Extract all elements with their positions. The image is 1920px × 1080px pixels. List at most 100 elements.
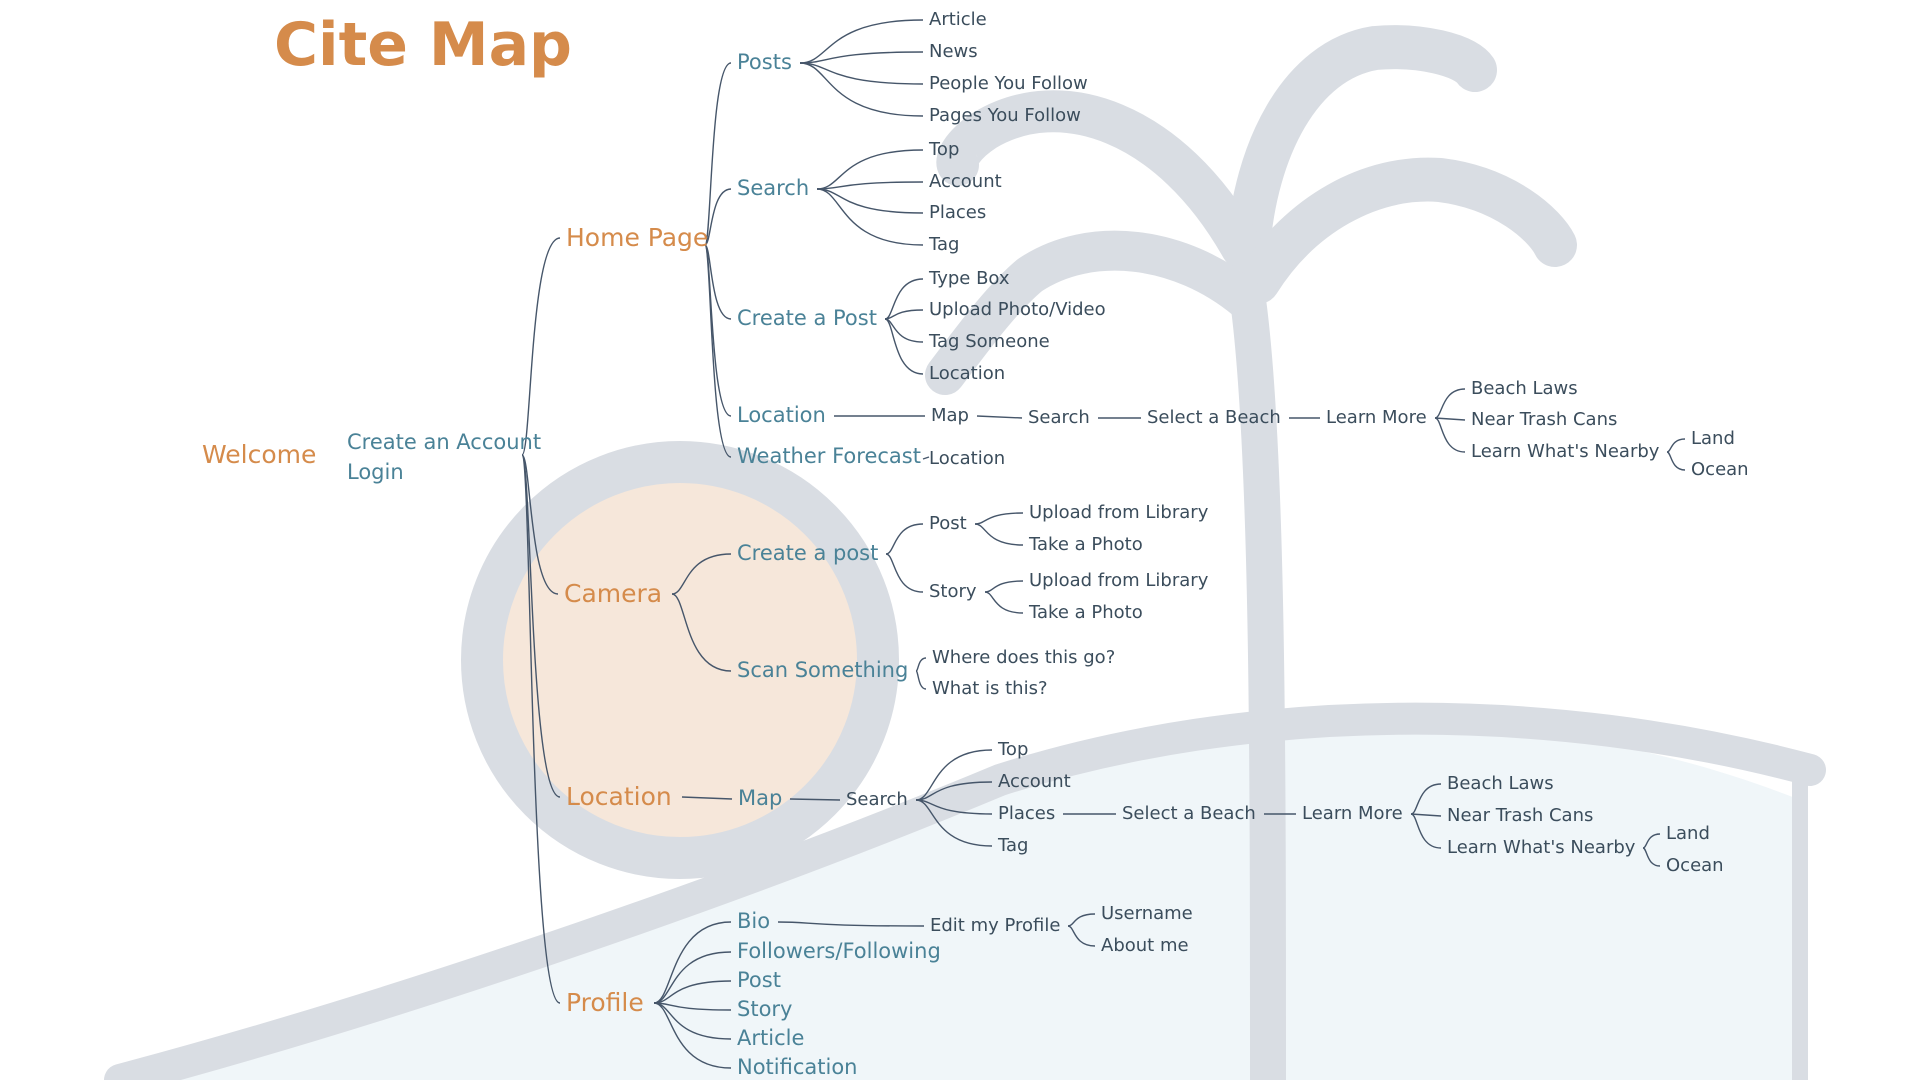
- edge-posts-to-article: [799, 19, 924, 64]
- sun-ring: [461, 441, 899, 879]
- node-ocean1: Ocean: [1691, 458, 1749, 480]
- edge-search3-to-top2: [915, 749, 993, 801]
- node-beach-laws1: Beach Laws: [1471, 377, 1578, 399]
- page-title: Cite Map: [274, 10, 573, 80]
- edge-learn-more1-to-beach-laws1: [1434, 388, 1466, 419]
- node-login: Login: [347, 460, 404, 485]
- edge-post2-to-take-photo1: [974, 523, 1024, 546]
- node-location-main: Location: [566, 782, 672, 811]
- edge-bio-to-edit-profile: [777, 921, 925, 927]
- edge-home-to-posts: [704, 62, 732, 246]
- node-near-trash2: Near Trash Cans: [1447, 804, 1594, 826]
- node-people-follow: People You Follow: [929, 72, 1088, 94]
- node-learn-more2: Learn More: [1302, 802, 1403, 824]
- node-beach-laws2: Beach Laws: [1447, 772, 1554, 794]
- edge-camera-to-create-post2: [671, 553, 732, 595]
- node-type-box: Type Box: [929, 267, 1010, 289]
- palm-frond-left-upper: [936, 90, 1263, 269]
- edge-learn-more2-to-whats-nearby2: [1410, 813, 1442, 849]
- node-pages-follow: Pages You Follow: [929, 104, 1081, 126]
- edge-learn-more1-to-whats-nearby1: [1434, 417, 1466, 453]
- edge-story2-to-take-photo2: [984, 591, 1024, 614]
- node-profile: Profile: [566, 988, 644, 1017]
- node-top1: Top: [929, 138, 960, 160]
- edge-profile-to-post-p: [653, 980, 732, 1004]
- edge-camera-to-scan: [671, 593, 732, 672]
- edge-posts-to-pages-follow: [799, 62, 924, 117]
- node-username: Username: [1101, 902, 1193, 924]
- node-account1: Account: [929, 170, 1002, 192]
- node-upload-lib1: Upload from Library: [1029, 501, 1209, 523]
- edge-welcome-to-camera: [521, 454, 559, 595]
- edge-home-to-weather: [704, 244, 732, 458]
- node-whats-nearby2: Learn What's Nearby: [1447, 836, 1636, 858]
- edge-search1-to-tag1: [816, 188, 924, 246]
- node-location1: Location: [737, 403, 826, 428]
- node-land1: Land: [1691, 427, 1735, 449]
- node-map1: Map: [931, 404, 969, 426]
- edge-location-main-to-map2: [681, 796, 733, 800]
- node-map2: Map: [738, 786, 783, 811]
- edge-profile-to-notification: [653, 1002, 732, 1069]
- edge-search3-to-tag2: [915, 799, 993, 847]
- node-places2: Places: [998, 802, 1056, 824]
- palm-frond-right: [1236, 157, 1577, 304]
- node-create-account: Create an Account: [347, 430, 542, 455]
- edge-whats-nearby1-to-ocean1: [1666, 451, 1686, 471]
- node-what-is: What is this?: [932, 677, 1048, 699]
- node-posts: Posts: [737, 50, 792, 75]
- node-welcome: Welcome: [202, 440, 317, 469]
- edge-search3-to-places2: [915, 799, 993, 815]
- node-article: Article: [929, 8, 987, 30]
- edge-search1-to-account1: [816, 181, 924, 190]
- node-tag-someone: Tag Someone: [929, 330, 1050, 352]
- edge-profile-to-followers: [653, 951, 732, 1004]
- edge-posts-to-people-follow: [799, 62, 924, 85]
- edge-weather-to-weather-location: [922, 456, 930, 460]
- edge-map1-to-search2: [976, 415, 1023, 419]
- edge-whats-nearby2-to-land2: [1642, 833, 1661, 849]
- node-search1: Search: [737, 176, 810, 201]
- node-whats-nearby1: Learn What's Nearby: [1471, 440, 1660, 462]
- edge-create-post2-to-story2: [885, 553, 924, 593]
- edge-home-to-search1: [704, 188, 732, 246]
- node-location-cp: Location: [929, 362, 1006, 384]
- node-about-me: About me: [1101, 934, 1189, 956]
- node-story2: Story: [929, 580, 977, 602]
- palm-frond-top: [1226, 25, 1497, 272]
- edge-whats-nearby2-to-ocean2: [1642, 847, 1661, 867]
- node-create-post1: Create a Post: [737, 306, 877, 331]
- node-upload-lib2: Upload from Library: [1029, 569, 1209, 591]
- node-places1: Places: [929, 201, 987, 223]
- node-bio: Bio: [737, 909, 771, 934]
- edge-search3-to-account2: [915, 781, 993, 801]
- node-edit-profile: Edit my Profile: [930, 914, 1061, 936]
- node-take-photo2: Take a Photo: [1029, 601, 1143, 623]
- node-scan: Scan Something: [737, 658, 909, 683]
- node-account2: Account: [998, 770, 1071, 792]
- node-upload-pv: Upload Photo/Video: [929, 298, 1106, 320]
- node-weather-location: Location: [929, 447, 1006, 469]
- palm-trunk: [1230, 282, 1286, 1080]
- node-home: Home Page: [566, 223, 709, 252]
- edge-welcome-to-home: [521, 237, 561, 456]
- edge-learn-more2-to-near-trash2: [1410, 813, 1442, 817]
- node-take-photo1: Take a Photo: [1029, 533, 1143, 555]
- node-near-trash1: Near Trash Cans: [1471, 408, 1618, 430]
- node-select-beach1: Select a Beach: [1147, 406, 1281, 428]
- node-select-beach2: Select a Beach: [1122, 802, 1256, 824]
- edge-learn-more1-to-near-trash1: [1434, 417, 1466, 421]
- edge-create-post2-to-post2: [885, 523, 924, 555]
- edge-scan-to-what-is: [915, 670, 927, 690]
- node-search2: Search: [1028, 406, 1090, 428]
- palm-frond-left-lower: [925, 230, 1266, 395]
- edge-edit-profile-to-about-me: [1067, 925, 1096, 947]
- edge-create-post1-to-type-box: [884, 278, 924, 320]
- node-post2: Post: [929, 512, 967, 534]
- node-tag1: Tag: [929, 233, 960, 255]
- node-news: News: [929, 40, 978, 62]
